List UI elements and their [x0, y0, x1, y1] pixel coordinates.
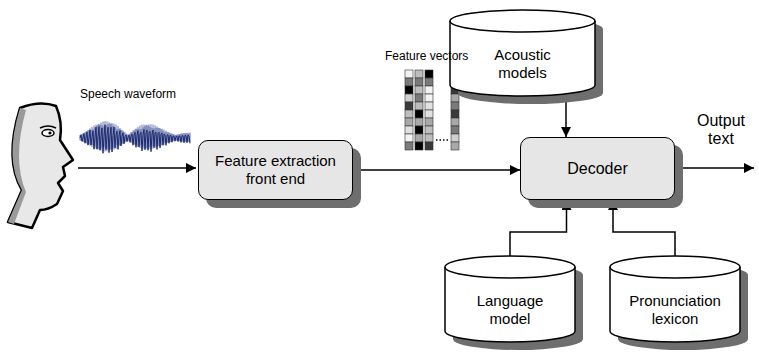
feature-cell — [415, 102, 423, 110]
cylinder-body — [610, 256, 740, 342]
feature-cell — [451, 110, 459, 118]
feature-cell — [405, 102, 413, 110]
feature-cell — [451, 126, 459, 134]
feature-cell — [405, 126, 413, 134]
cylinder-rim — [610, 267, 740, 278]
connector-arrow — [510, 200, 567, 256]
feature-cell — [415, 126, 423, 134]
feature-cell — [415, 94, 423, 102]
annotation-label: Output text — [690, 112, 752, 149]
feature-cell — [415, 70, 423, 78]
output-arrow — [676, 167, 754, 169]
cylinder-body — [450, 10, 595, 96]
face-profile — [8, 103, 73, 228]
feature-cell — [405, 142, 413, 150]
process-box: Decoder — [520, 137, 675, 200]
feature-cell — [425, 126, 433, 134]
feature-cell — [405, 70, 413, 78]
feature-cell — [415, 134, 423, 142]
feature-cell — [405, 118, 413, 126]
feature-cell — [451, 134, 459, 142]
connector-arrow — [613, 200, 675, 256]
speech-waveform — [80, 121, 190, 153]
feature-cell — [425, 118, 433, 126]
feature-cell — [425, 94, 433, 102]
feature-cell — [451, 118, 459, 126]
database-cylinder: Pronunciation lexicon — [610, 256, 740, 342]
ellipsis-dots — [436, 139, 449, 141]
feature-cell — [425, 110, 433, 118]
feature-cell — [415, 78, 423, 86]
feature-cell — [405, 110, 413, 118]
node-label: Pronunciation lexicon — [620, 292, 730, 328]
feature-cell — [451, 142, 459, 150]
annotation-label: Speech waveform — [80, 88, 176, 102]
feature-cell — [415, 142, 423, 150]
database-cylinder: Acoustic models — [450, 10, 595, 96]
input-arrow — [78, 167, 196, 169]
feature-cell — [405, 78, 413, 86]
connector-arrow — [353, 169, 520, 171]
cylinder-rim — [450, 21, 595, 32]
feature-cell — [425, 86, 433, 94]
node-label: Acoustic models — [473, 46, 573, 82]
feature-cell — [451, 102, 459, 110]
node-label: Feature extraction front end — [208, 152, 343, 188]
feature-cell — [415, 110, 423, 118]
node-label: Language model — [460, 292, 560, 328]
feature-cell — [425, 134, 433, 142]
feature-cell — [415, 86, 423, 94]
cylinder-body — [445, 256, 575, 342]
process-box: Feature extraction front end — [198, 140, 353, 200]
feature-cell — [415, 118, 423, 126]
feature-cell — [451, 94, 459, 102]
feature-cell — [405, 134, 413, 142]
feature-cell — [425, 78, 433, 86]
cylinder-rim — [445, 267, 575, 278]
feature-cell — [405, 94, 413, 102]
feature-cell — [405, 86, 413, 94]
feature-cell — [425, 142, 433, 150]
annotation-label: Feature vectors — [385, 50, 468, 64]
database-cylinder: Language model — [445, 256, 575, 342]
feature-cell — [425, 70, 433, 78]
feature-cell — [425, 102, 433, 110]
node-label: Decoder — [567, 159, 627, 178]
waveform-trace — [80, 125, 190, 154]
